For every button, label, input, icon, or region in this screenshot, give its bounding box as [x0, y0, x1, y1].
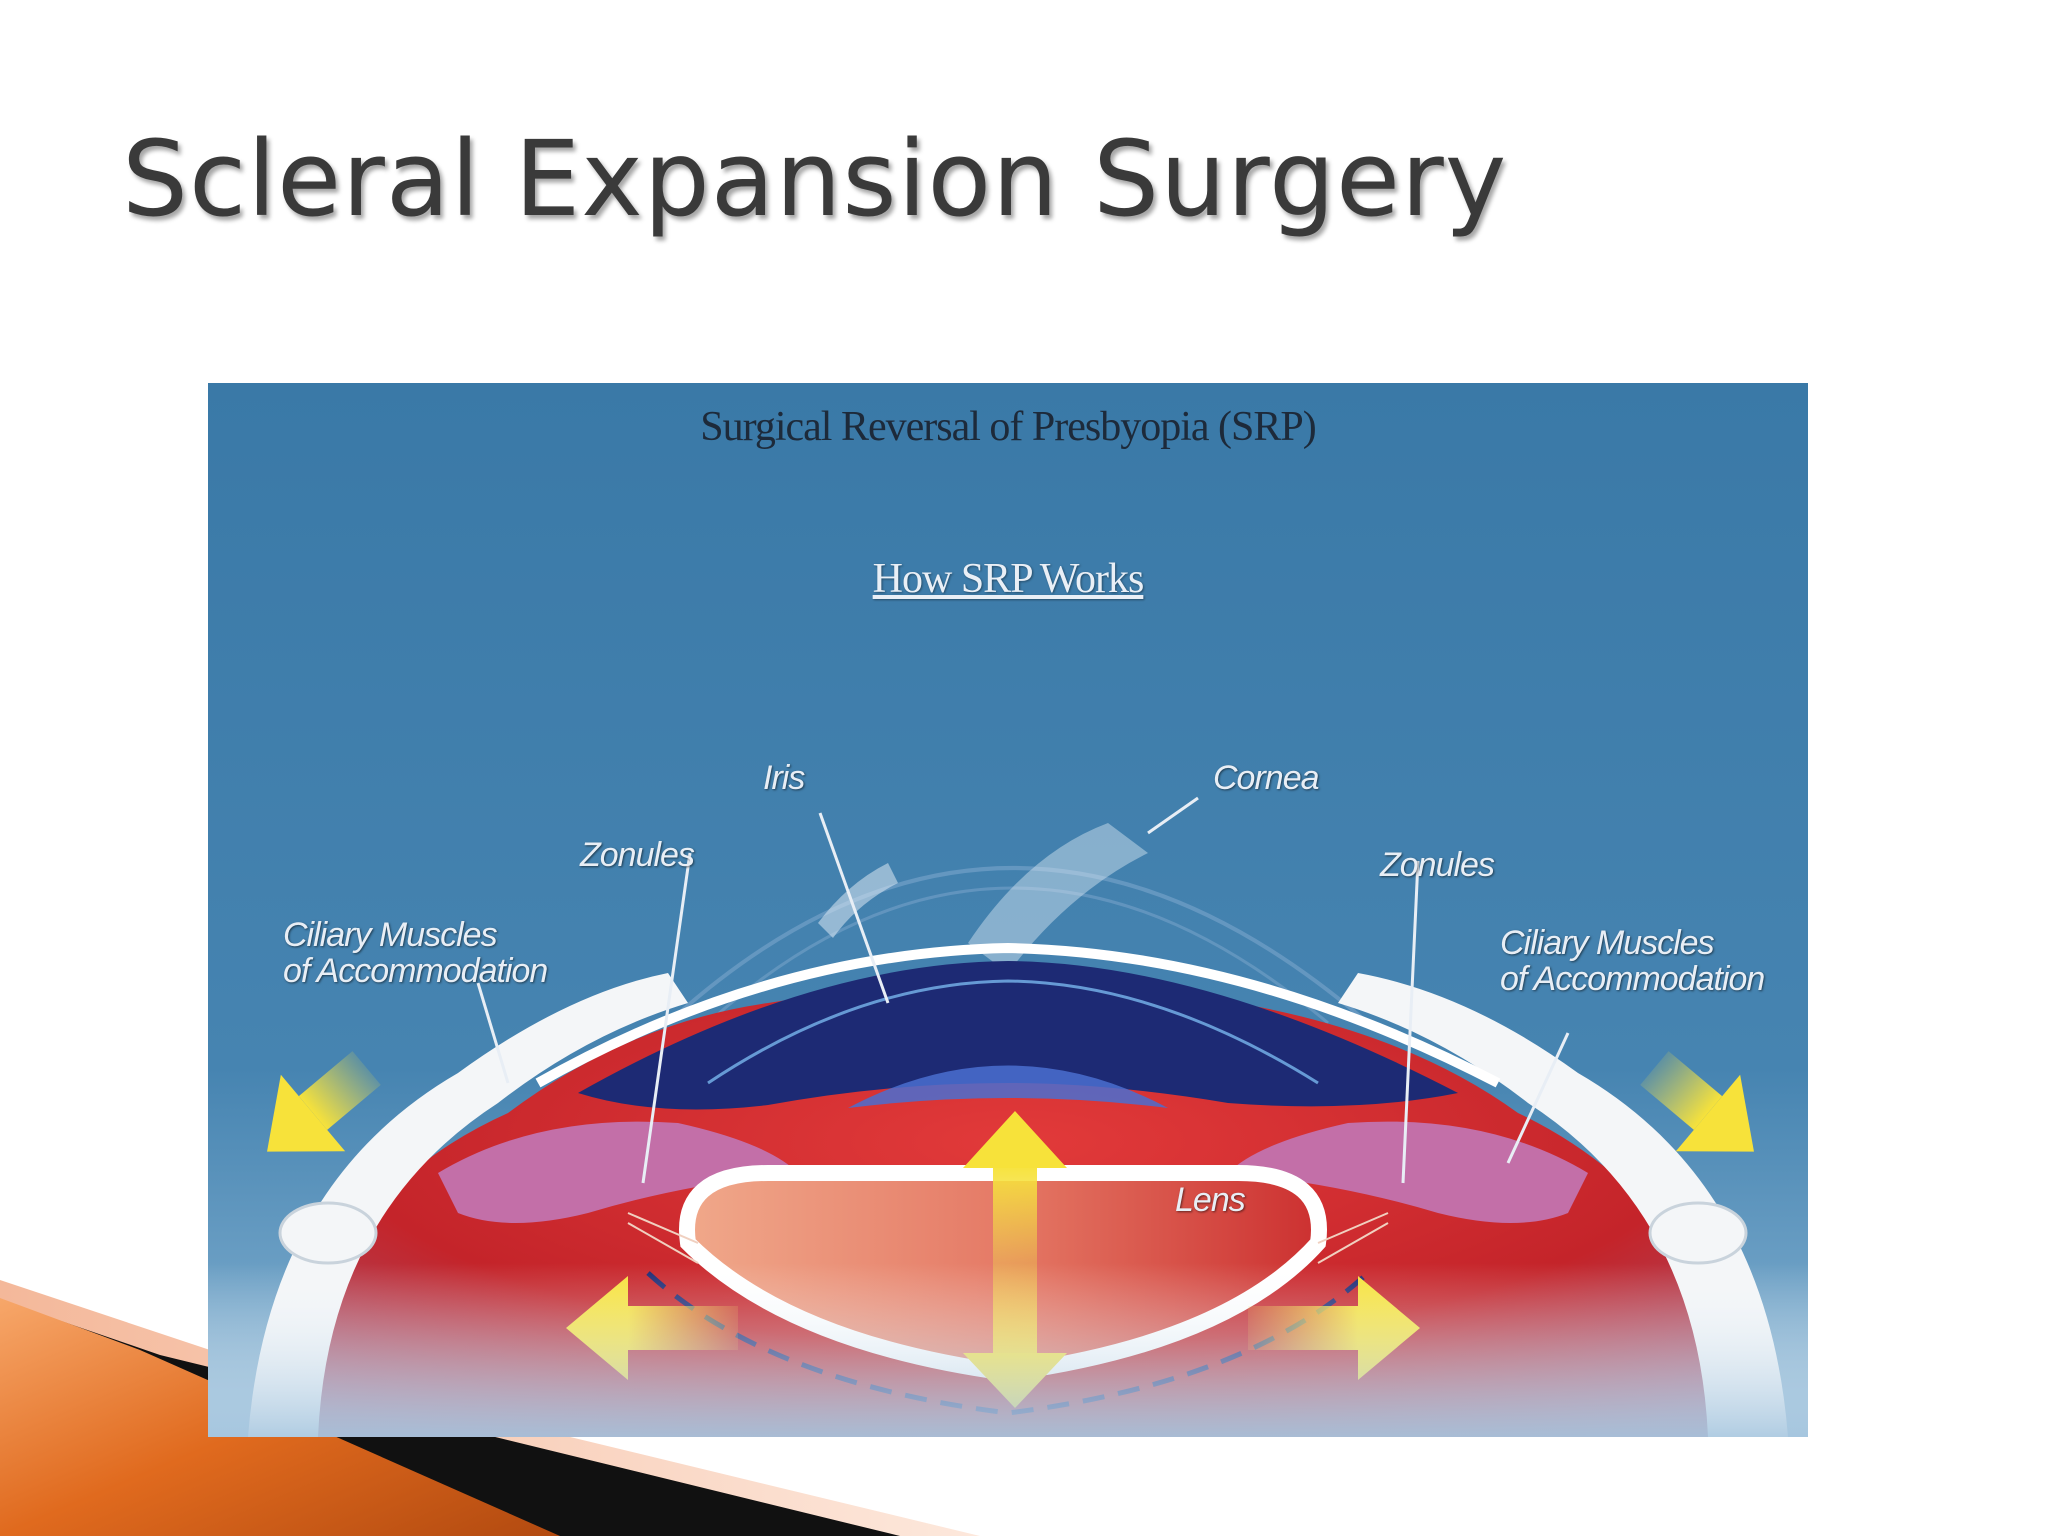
label-lens: Lens	[1175, 1183, 1245, 1219]
label-zonules-left: Zonules	[580, 838, 694, 874]
label-iris: Iris	[763, 761, 804, 797]
label-zonules-right: Zonules	[1380, 848, 1494, 884]
label-ciliary-right: Ciliary Muscles of Accommodation	[1500, 926, 1764, 997]
diagram-subtitle: How SRP Works	[873, 556, 1144, 602]
eye-illustration	[208, 383, 1808, 1437]
label-ciliary-left: Ciliary Muscles of Accommodation	[283, 918, 547, 989]
scleral-implant-right	[1650, 1203, 1746, 1263]
diagram-subtitle-wrap: How SRP Works	[208, 555, 1808, 603]
label-cornea: Cornea	[1213, 761, 1319, 797]
slide-title: Scleral Expansion Surgery	[122, 118, 1507, 240]
scleral-implant-left	[280, 1203, 376, 1263]
diagram-title: Surgical Reversal of Presbyopia (SRP)	[208, 403, 1808, 451]
srp-diagram: Surgical Reversal of Presbyopia (SRP) Ho…	[208, 383, 1808, 1437]
